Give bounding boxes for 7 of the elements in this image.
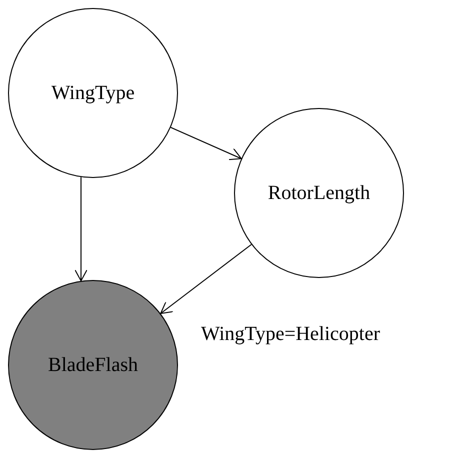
node-label: WingType	[51, 81, 135, 106]
arrow	[170, 126, 242, 160]
node-label: RotorLength	[268, 181, 370, 206]
arrow	[160, 244, 252, 314]
arrow	[74, 176, 88, 282]
edge-label: WingType=Helicopter	[200, 324, 382, 344]
node-label: BladeFlash	[48, 353, 138, 378]
